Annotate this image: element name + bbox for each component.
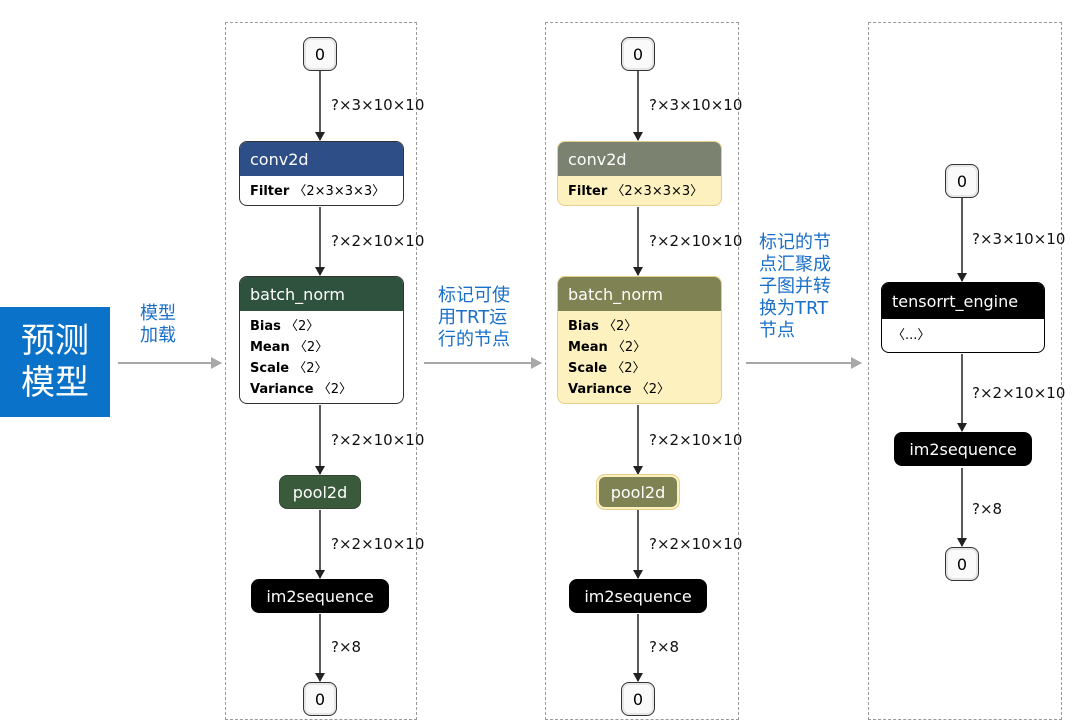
p3-tensorrt-engine-body: 〈...〉 <box>892 328 931 343</box>
marked-graph-panel <box>545 22 739 720</box>
p2-batch-norm-title: batch_norm <box>558 277 721 311</box>
p1-bn-variance-name: Variance <box>250 382 314 397</box>
p2-im2sequence-node[interactable]: im2sequence <box>569 579 707 613</box>
step2-line-5: 节点 <box>759 320 795 341</box>
p1-pool2d-node[interactable]: pool2d <box>279 475 361 509</box>
p2-bn-scale-name: Scale <box>568 361 608 376</box>
model-load-label: 模型 加载 <box>140 303 176 347</box>
p3-edge-input-shape: ?×3×10×10 <box>972 230 1066 248</box>
p1-conv2d-node[interactable]: conv2d Filter 〈2×3×3×3〉 <box>239 141 404 206</box>
p1-bn-mean-value: 〈2〉 <box>293 340 329 355</box>
p1-edge-pool-shape: ?×2×10×10 <box>331 535 425 553</box>
step1-line-2: 用TRT运 <box>438 307 508 328</box>
model-load-line-2: 加载 <box>140 325 176 346</box>
p1-output-node[interactable]: 0 <box>303 682 337 716</box>
p1-conv2d-attr-name: Filter <box>250 184 290 199</box>
p2-pool2d-node[interactable]: pool2d <box>597 475 679 509</box>
p3-im2sequence-node[interactable]: im2sequence <box>894 432 1032 466</box>
p2-input-node[interactable]: 0 <box>621 37 655 71</box>
p2-bn-scale-value: 〈2〉 <box>611 361 646 376</box>
p1-conv2d-attr-value: 〈2×3×3×3〉 <box>293 184 386 199</box>
p1-edge-im2seq-shape: ?×8 <box>331 638 362 656</box>
step2-line-2: 点汇聚成 <box>759 254 831 275</box>
step2-line-4: 换为TRT <box>759 298 829 319</box>
step2-line-3: 子图并转 <box>759 276 831 297</box>
p2-bn-mean-name: Mean <box>568 340 608 355</box>
original-graph-panel <box>225 22 417 720</box>
p2-conv2d-title: conv2d <box>558 142 721 176</box>
p1-batch-norm-node[interactable]: batch_norm Bias 〈2〉 Mean 〈2〉 Scale 〈2〉 V… <box>239 276 404 404</box>
p2-bn-mean-value: 〈2〉 <box>611 340 647 355</box>
p2-bn-variance-name: Variance <box>568 382 632 397</box>
p2-bn-bias-name: Bias <box>568 319 599 334</box>
p3-edge-im2seq-shape: ?×8 <box>972 500 1003 518</box>
predict-model-box: 预测 模型 <box>0 307 110 417</box>
p1-edge-input-shape: ?×3×10×10 <box>331 96 425 114</box>
p1-bn-bias-value: 〈2〉 <box>285 319 320 334</box>
p1-conv2d-title: conv2d <box>240 142 403 176</box>
p3-tensorrt-engine-node[interactable]: tensorrt_engine 〈...〉 <box>881 282 1045 353</box>
p2-edge-bn-shape: ?×2×10×10 <box>649 431 743 449</box>
step1-line-1: 标记可使 <box>438 285 510 306</box>
p2-edge-pool-shape: ?×2×10×10 <box>649 535 743 553</box>
p1-bn-bias-name: Bias <box>250 319 281 334</box>
p2-conv2d-attr-value: 〈2×3×3×3〉 <box>611 184 704 199</box>
step1-line-3: 行的节点 <box>438 329 510 350</box>
p2-conv2d-node[interactable]: conv2d Filter 〈2×3×3×3〉 <box>557 141 722 206</box>
p1-edge-conv-shape: ?×2×10×10 <box>331 232 425 250</box>
p3-edge-trt-shape: ?×2×10×10 <box>972 384 1066 402</box>
p2-edge-input-shape: ?×3×10×10 <box>649 96 743 114</box>
step1-label: 标记可使 用TRT运 行的节点 <box>438 285 510 351</box>
p1-edge-bn-shape: ?×2×10×10 <box>331 431 425 449</box>
p1-input-node[interactable]: 0 <box>303 37 337 71</box>
p2-conv2d-attr-name: Filter <box>568 184 608 199</box>
model-load-line-1: 模型 <box>140 303 176 324</box>
step2-line-1: 标记的节 <box>759 232 831 253</box>
p1-batch-norm-title: batch_norm <box>240 277 403 311</box>
step2-label: 标记的节 点汇聚成 子图并转 换为TRT 节点 <box>759 232 831 342</box>
p1-bn-scale-value: 〈2〉 <box>293 361 328 376</box>
p2-edge-conv-shape: ?×2×10×10 <box>649 232 743 250</box>
p2-bn-bias-value: 〈2〉 <box>603 319 638 334</box>
p3-input-node[interactable]: 0 <box>945 164 979 198</box>
predict-model-line-1: 预测 <box>21 321 89 361</box>
p1-im2sequence-node[interactable]: im2sequence <box>251 579 389 613</box>
p2-output-node[interactable]: 0 <box>621 682 655 716</box>
predict-model-line-2: 模型 <box>21 363 89 403</box>
p2-edge-im2seq-shape: ?×8 <box>649 638 680 656</box>
trt-graph-panel <box>868 22 1062 720</box>
p2-bn-variance-value: 〈2〉 <box>635 382 670 397</box>
p1-bn-scale-name: Scale <box>250 361 290 376</box>
p2-batch-norm-node[interactable]: batch_norm Bias 〈2〉 Mean 〈2〉 Scale 〈2〉 V… <box>557 276 722 404</box>
p3-tensorrt-engine-title: tensorrt_engine <box>882 283 1044 319</box>
p1-bn-variance-value: 〈2〉 <box>317 382 352 397</box>
p1-bn-mean-name: Mean <box>250 340 290 355</box>
p3-output-node[interactable]: 0 <box>945 547 979 581</box>
